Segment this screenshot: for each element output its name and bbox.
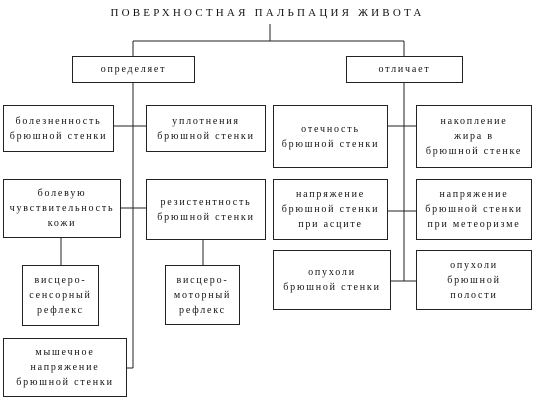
node-edema: отечность брюшной стенки [273, 105, 388, 168]
node-distinguishes: отличает [346, 56, 463, 83]
node-soreness: болезненность брюшной стенки [3, 105, 114, 152]
node-tumors-wall: опухоли брюшной стенки [273, 250, 391, 310]
node-viscerosensory: висцеро- сенсорный рефлекс [22, 265, 99, 326]
node-indurations: уплотнения брюшной стенки [146, 105, 266, 152]
node-tension-ascites: напряжение брюшной стенки при асците [273, 179, 388, 240]
node-pain-sensitivity: болевую чувствительность кожи [3, 179, 121, 238]
node-fat-accumulation: накопление жира в брюшной стенке [416, 105, 532, 168]
node-resistance: резистентность брюшной стенки [146, 179, 266, 240]
node-tumors-cavity: опухоли брюшной полости [416, 250, 532, 310]
node-determines: определяет [72, 56, 195, 83]
node-visceromotor: висцеро- моторный рефлекс [165, 265, 240, 325]
node-tension-meteorism: напряжение брюшной стенки при метеоризме [416, 179, 532, 240]
node-muscle-tension: мышечное напряжение брюшной стенки [3, 338, 127, 397]
diagram-title: ПОВЕРХНОСТНАЯ ПАЛЬПАЦИЯ ЖИВОТА [110, 7, 425, 19]
